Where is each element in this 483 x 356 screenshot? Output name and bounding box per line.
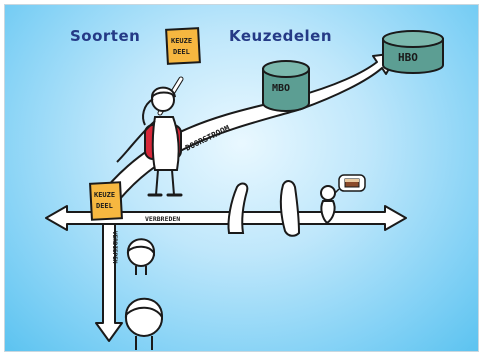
verbreden-arrow: VERBREDEN bbox=[45, 205, 407, 231]
hbo-cylinder: HBO bbox=[382, 30, 444, 74]
keuzedeel-top-line2: DEEL bbox=[173, 48, 190, 56]
head-small bbox=[126, 238, 156, 275]
hbo-label: HBO bbox=[398, 51, 418, 64]
mbo-cylinder: MBO bbox=[262, 60, 310, 112]
student-figure bbox=[116, 76, 184, 197]
title-keuzedelen: Keuzedelen bbox=[229, 27, 333, 45]
head-large bbox=[124, 297, 164, 350]
keuzedeel-top-line1: KEUZE bbox=[171, 37, 192, 45]
finger-2 bbox=[279, 180, 301, 237]
keuzedeel-mid-line1: KEUZE bbox=[94, 191, 115, 199]
verdiepen-label: VERDIEPEN bbox=[111, 231, 118, 264]
mbo-label: MBO bbox=[272, 83, 290, 94]
title-soorten: Soorten bbox=[70, 27, 141, 45]
illustration: VERBREDEN VERDIEPEN DOORSTROOM MBO bbox=[45, 27, 444, 350]
keuzedeel-mid-line2: DEEL bbox=[96, 202, 113, 210]
finger-1 bbox=[227, 182, 249, 234]
verbreden-label: VERBREDEN bbox=[145, 215, 180, 223]
verdiepen-arrow: VERDIEPEN bbox=[95, 223, 123, 342]
keuzedeel-sign-middle: KEUZE DEEL bbox=[89, 181, 123, 221]
small-figure-with-cake bbox=[320, 174, 366, 225]
illustration-canvas: Soorten Keuzedelen VERBREDEN VERDIEPEN D… bbox=[4, 4, 479, 352]
keuzedeel-sign-top: KEUZE DEEL bbox=[165, 27, 201, 65]
